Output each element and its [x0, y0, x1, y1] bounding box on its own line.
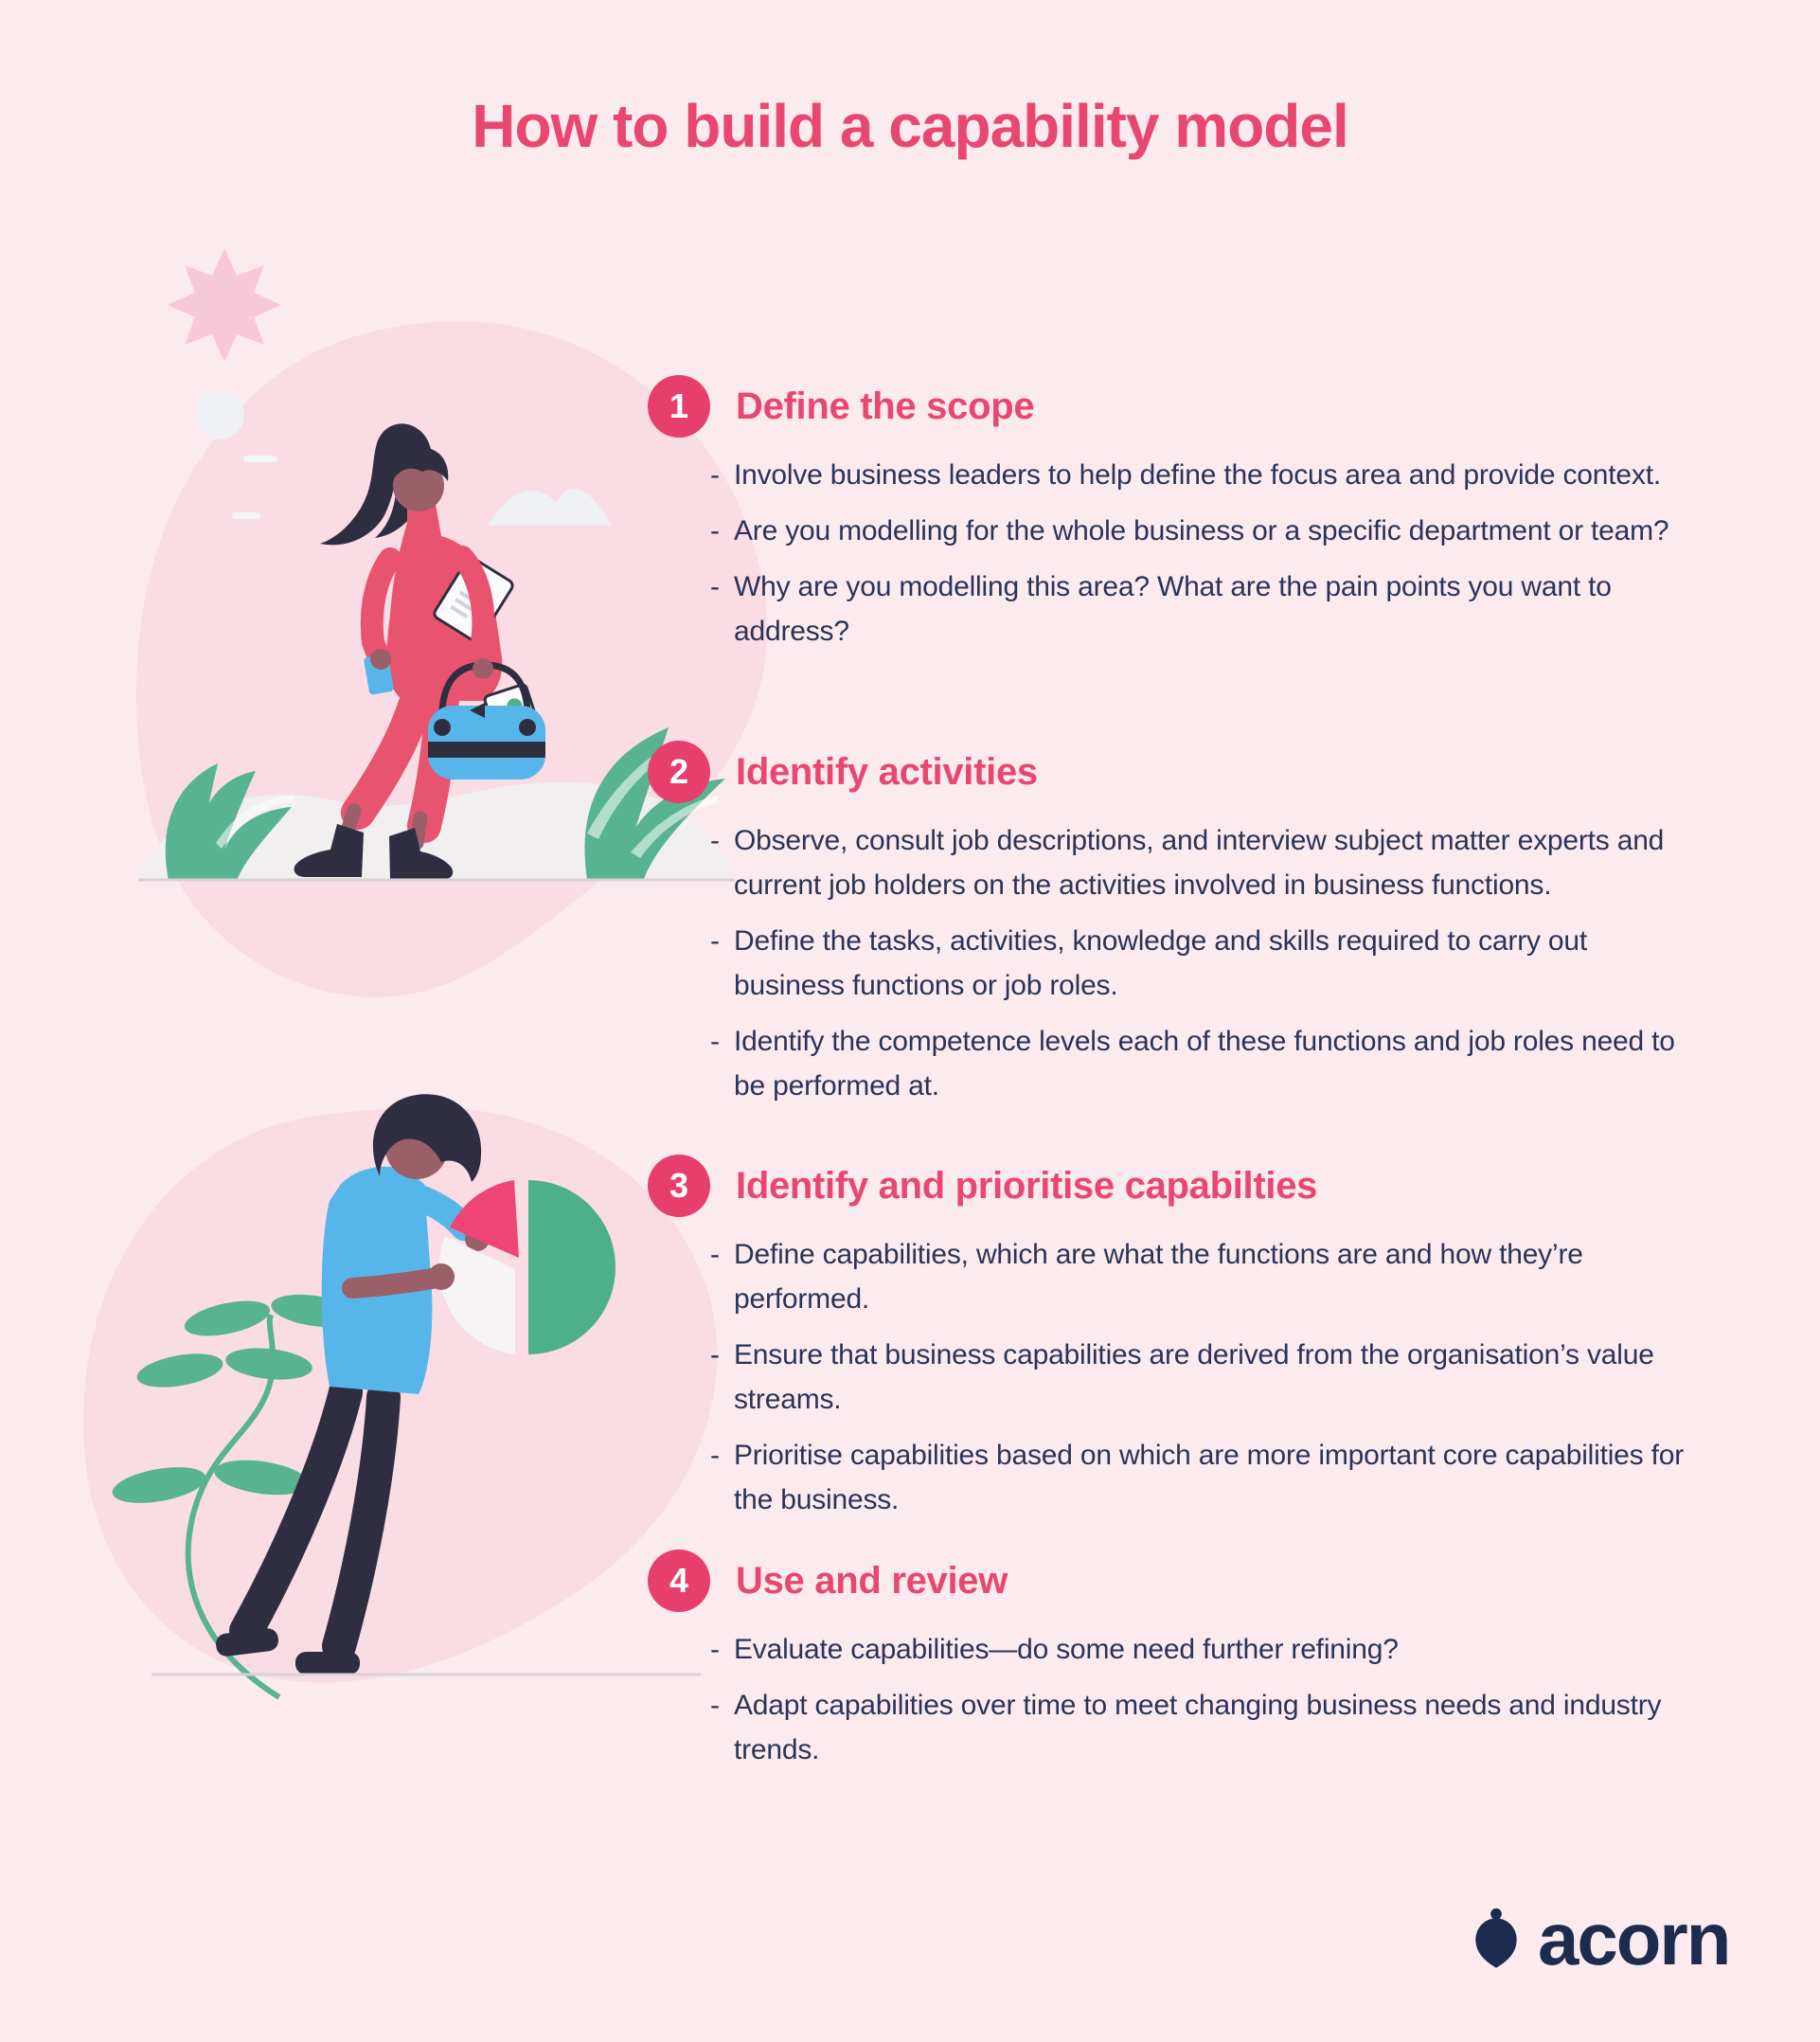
- man-figure: [216, 1094, 616, 1675]
- bullet-item: Observe, consult job descriptions, and i…: [710, 818, 1704, 907]
- bullet-item: Why are you modelling this area? What ar…: [710, 564, 1704, 654]
- hair: [372, 1094, 482, 1182]
- shoe: [295, 1652, 360, 1675]
- step-number: 2: [669, 752, 689, 791]
- pie-slice-white: [438, 1236, 515, 1354]
- cloud: [488, 488, 612, 526]
- bullet-item: Ensure that business capabilities are de…: [710, 1333, 1704, 1422]
- bullet-item: Define capabilities, which are what the …: [710, 1232, 1704, 1321]
- step-2-badge: 2: [648, 741, 710, 803]
- step-1-bullets: Involve business leaders to help define …: [710, 453, 1704, 654]
- boot: [294, 824, 364, 877]
- cloud: [195, 390, 244, 439]
- star-icon: [168, 248, 281, 362]
- pie-slice-green: [528, 1180, 616, 1354]
- cloud: [232, 512, 260, 519]
- step-3-heading: Identify and prioritise capabilties: [736, 1164, 1318, 1207]
- face: [393, 460, 444, 511]
- step-number: 3: [669, 1166, 689, 1205]
- bullet-item: Evaluate capabilities—do some need furth…: [710, 1627, 1704, 1672]
- bullet-item: Are you modelling for the whole business…: [710, 509, 1704, 553]
- woman-walking-illustration: [135, 248, 767, 997]
- step-1-heading: Define the scope: [736, 385, 1035, 427]
- step-2-heading: Identify activities: [736, 750, 1038, 793]
- step-2: 2 Identify activities Observe, consult j…: [648, 741, 1746, 1120]
- step-number: 4: [669, 1561, 689, 1600]
- bullet-item: Prioritise capabilities based on which a…: [710, 1433, 1704, 1522]
- pie-chart: [438, 1180, 616, 1354]
- step-1: 1 Define the scope Involve business lead…: [648, 375, 1746, 665]
- bullet-item: Define the tasks, activities, knowledge …: [710, 919, 1704, 1008]
- hair-bangs: [391, 447, 449, 483]
- woman-figure: [294, 423, 545, 879]
- plant: [584, 727, 725, 879]
- step-3-badge: 3: [648, 1155, 710, 1217]
- brand-name: acorn: [1538, 1897, 1731, 1980]
- acorn-icon: [1475, 1908, 1517, 1968]
- step-4-bullets: Evaluate capabilities—do some need furth…: [710, 1627, 1704, 1772]
- shoe: [216, 1628, 278, 1657]
- step-4: 4 Use and review Evaluate capabilities—d…: [648, 1549, 1746, 1783]
- brand-logo: acorn: [1470, 1897, 1731, 1980]
- step-3-bullets: Define capabilities, which are what the …: [710, 1232, 1704, 1522]
- bullet-item: Identify the competence levels each of t…: [710, 1019, 1704, 1108]
- hair-ponytail: [320, 423, 432, 546]
- bullet-item: Adapt capabilities over time to meet cha…: [710, 1683, 1704, 1772]
- cloud: [243, 456, 277, 462]
- step-3: 3 Identify and prioritise capabilties De…: [648, 1155, 1746, 1533]
- step-number: 1: [669, 386, 689, 425]
- step-2-bullets: Observe, consult job descriptions, and i…: [710, 818, 1704, 1108]
- pie-slice-pink: [450, 1180, 519, 1258]
- step-4-badge: 4: [648, 1549, 710, 1612]
- man-pie-chart-illustration: [82, 1094, 718, 1700]
- boot: [389, 828, 454, 879]
- step-4-heading: Use and review: [736, 1559, 1008, 1602]
- plant: [165, 763, 295, 881]
- bullet-item: Involve business leaders to help define …: [710, 453, 1704, 497]
- page-title: How to build a capability model: [472, 92, 1349, 160]
- step-1-badge: 1: [648, 375, 710, 438]
